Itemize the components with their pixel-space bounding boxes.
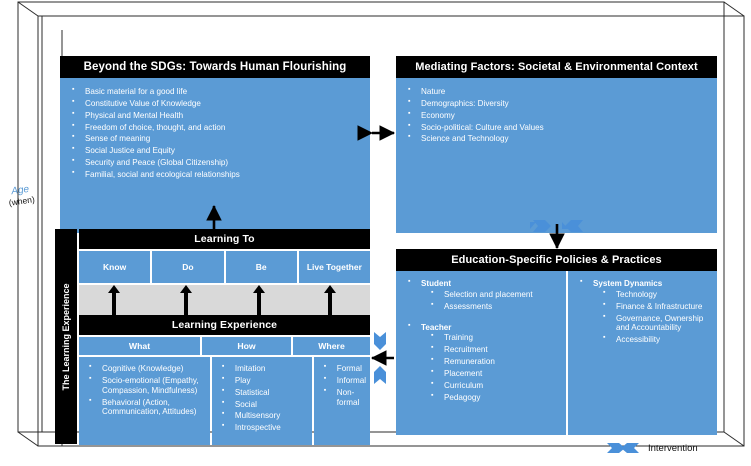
panel-learning-experience-cluster: The Learning Experience Learning To Know…: [55, 229, 370, 445]
where-list-item: Informal: [324, 375, 366, 386]
education-right-item: Accessibility: [603, 334, 709, 345]
how-list-item: Social: [222, 399, 308, 410]
where-list-item: Non-formal: [324, 387, 366, 408]
education-right-group-items: TechnologyFinance & InfrastructureGovern…: [593, 289, 709, 345]
band-arrow-1: [108, 285, 120, 317]
education-left-item: Assessments: [431, 301, 558, 312]
how-list-item: Imitation: [222, 363, 308, 374]
how-list-item: Play: [222, 375, 308, 386]
how-item-list: ImitationPlayStatisticalSocialMultisenso…: [222, 363, 308, 433]
learning-experience-title: Learning Experience: [79, 315, 370, 335]
sdg-list-item: Security and Peace (Global Citizenship): [72, 157, 360, 168]
sdg-list-item: Basic material for a good life: [72, 86, 360, 97]
what-list-item: Behavioral (Action, Communication, Attit…: [89, 397, 206, 418]
transition-band: [79, 285, 370, 317]
spine-learning-experience: The Learning Experience: [55, 229, 77, 444]
sdg-list-item: Constitutive Value of Knowledge: [72, 98, 360, 109]
mediating-item-list: NatureDemographics: DiversityEconomySoci…: [408, 86, 707, 144]
education-right-item: Technology: [603, 289, 709, 300]
what-list-item: Cognitive (Knowledge): [89, 363, 206, 374]
education-left-group-items: TrainingRecruitmentRemunerationPlacement…: [421, 332, 558, 403]
education-left-group: StudentSelection and placementAssessment…: [408, 278, 558, 321]
panel-mediating-factors-title: Mediating Factors: Societal & Environmen…: [396, 56, 717, 78]
mediating-list-item: Nature: [408, 86, 707, 97]
panel-mediating-factors-body: NatureDemographics: DiversityEconomySoci…: [396, 78, 717, 233]
education-left-item: Remuneration: [431, 356, 558, 367]
where-list-item: Formal: [324, 363, 366, 374]
what-item-list: Cognitive (Knowledge)Socio-emotional (Em…: [89, 363, 206, 418]
sdg-item-list: Basic material for a good lifeConstituti…: [72, 86, 360, 180]
axis-label-age: Age (when): [7, 184, 35, 207]
education-left-item: Pedagogy: [431, 392, 558, 403]
education-left-item: Recruitment: [431, 344, 558, 355]
learning-to-cell: Be: [225, 251, 297, 283]
sdg-list-item: Freedom of choice, thought, and action: [72, 122, 360, 133]
column-header-what: What: [79, 337, 200, 355]
education-left-item: Training: [431, 332, 558, 343]
panel-education-policies-body: StudentSelection and placementAssessment…: [396, 271, 717, 435]
education-left-item: Placement: [431, 368, 558, 379]
education-left-groups: StudentSelection and placementAssessment…: [408, 278, 558, 403]
legend-arrow-icons: [607, 443, 639, 453]
panel-beyond-sdgs-body: Basic material for a good lifeConstituti…: [60, 78, 370, 233]
education-right-groups: System DynamicsTechnologyFinance & Infra…: [580, 278, 709, 345]
education-right-item: Governance, Ownership and Accountability: [603, 313, 709, 334]
panel-beyond-sdgs-title: Beyond the SDGs: Towards Human Flourishi…: [60, 56, 370, 78]
learning-experience-column-headers: What How Where: [79, 337, 370, 355]
panel-beyond-sdgs: Beyond the SDGs: Towards Human Flourishi…: [60, 56, 370, 233]
how-list-item: Introspective: [222, 422, 308, 433]
mediating-list-item: Science and Technology: [408, 133, 707, 144]
education-right-group: System DynamicsTechnologyFinance & Infra…: [580, 278, 709, 345]
education-left-group-title: Student: [421, 279, 452, 288]
mediating-list-item: Economy: [408, 110, 707, 121]
band-arrow-2: [180, 285, 192, 317]
spine-label: The Learning Experience: [61, 282, 71, 391]
column-body-what: Cognitive (Knowledge)Socio-emotional (Em…: [79, 357, 210, 445]
legend-intervention: Intervention: [606, 441, 698, 455]
how-list-item: Multisensory: [222, 410, 308, 421]
learning-to-cell: Live Together: [298, 251, 370, 283]
learning-experience-column-bodies: Cognitive (Knowledge)Socio-emotional (Em…: [79, 357, 370, 445]
learning-to-cell: Know: [79, 251, 151, 283]
panel-mediating-factors: Mediating Factors: Societal & Environmen…: [396, 56, 717, 233]
what-list-item: Socio-emotional (Empathy, Compassion, Mi…: [89, 375, 206, 396]
education-left-group-title: Teacher: [421, 322, 452, 332]
panel-education-policies-title: Education-Specific Policies & Practices: [396, 249, 717, 271]
sdg-list-item: Sense of meaning: [72, 133, 360, 144]
group-spacer: [421, 314, 558, 321]
column-body-where: FormalInformalNon-formal: [313, 357, 370, 445]
column-header-where: Where: [293, 337, 370, 355]
where-item-list: FormalInformalNon-formal: [324, 363, 366, 408]
column-header-how: How: [202, 337, 291, 355]
mediating-list-item: Socio-political: Culture and Values: [408, 122, 707, 133]
education-left-item: Curriculum: [431, 380, 558, 391]
how-list-item: Statistical: [222, 387, 308, 398]
band-arrow-4: [324, 285, 336, 317]
education-left-item: Selection and placement: [431, 289, 558, 300]
legend-label: Intervention: [648, 442, 698, 454]
learning-to-cell: Do: [152, 251, 224, 283]
education-column-right: System DynamicsTechnologyFinance & Infra…: [568, 271, 717, 435]
education-left-group: TeacherTrainingRecruitmentRemunerationPl…: [408, 322, 558, 403]
education-right-item: Finance & Infrastructure: [603, 301, 709, 312]
sdg-list-item: Familial, social and ecological relation…: [72, 169, 360, 180]
sdg-list-item: Social Justice and Equity: [72, 145, 360, 156]
mediating-list-item: Demographics: Diversity: [408, 98, 707, 109]
education-right-group-title: System Dynamics: [593, 279, 663, 288]
learning-to-title: Learning To: [79, 229, 370, 249]
sdg-list-item: Physical and Mental Health: [72, 110, 360, 121]
column-body-how: ImitationPlayStatisticalSocialMultisenso…: [211, 357, 312, 445]
education-left-group-items: Selection and placementAssessments: [421, 289, 558, 312]
panel-education-policies: Education-Specific Policies & Practices …: [396, 249, 717, 435]
band-arrow-3: [253, 285, 265, 317]
education-column-left: StudentSelection and placementAssessment…: [396, 271, 568, 435]
